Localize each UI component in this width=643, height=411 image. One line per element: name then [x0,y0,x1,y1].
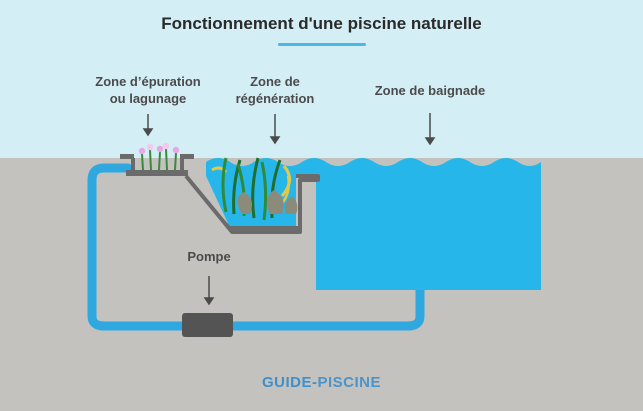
regeneration-plants [211,157,298,221]
logo-part-guide: GUIDE- [261,374,318,391]
label-regeneration-line2: régénération [235,91,315,106]
label-epuration-line2: ou lagunage [109,91,187,106]
label-regeneration-zone: Zone de régénération [215,73,335,107]
purification-zone-post-left [131,158,135,172]
sky-background [0,0,643,158]
purification-zone-wall-left [120,154,134,159]
circulation-pipe [87,163,425,331]
title-underline [278,43,366,46]
label-arrows [142,113,436,306]
purification-plants [138,142,180,171]
logo-part-piscine: PISCINE [317,374,381,391]
diagram-title: Fonctionnement d'une piscine naturelle [161,14,482,33]
label-swimming-zone: Zone de baignade [374,83,486,98]
label-regeneration-line1: Zone de [250,74,300,89]
label-pump: Pompe [187,249,231,264]
regeneration-basin-outline [184,174,320,234]
label-epuration-line1: Zone d’épuration [95,74,201,89]
swimming-zone-water [206,158,541,290]
purification-zone-wall-right [180,154,194,159]
pump-body [182,313,233,337]
purification-zone-tray [126,170,188,176]
purification-zone-post-right [180,158,184,172]
label-epuration-zone: Zone d’épuration ou lagunage [78,73,218,107]
guide-piscine-logo: GUIDE-PISCINE [0,374,643,391]
